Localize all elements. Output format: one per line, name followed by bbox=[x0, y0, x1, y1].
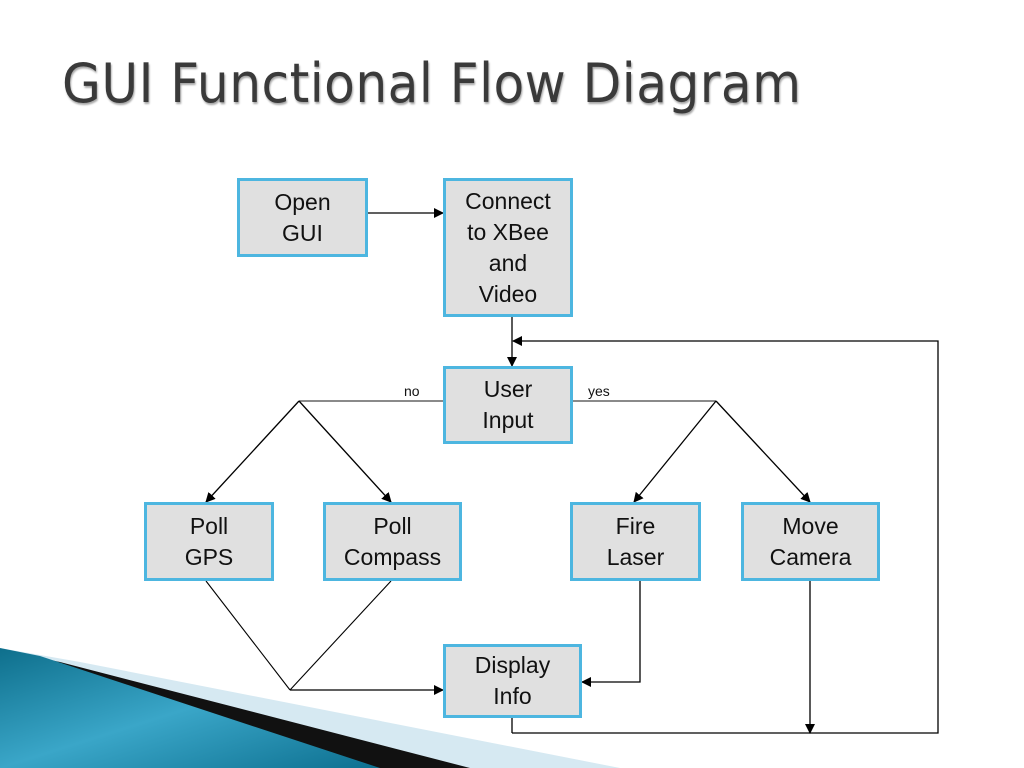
edge-laser-to-display bbox=[581, 581, 641, 687]
node-open-gui: Open GUI bbox=[237, 178, 368, 257]
node-poll-gps: Poll GPS bbox=[144, 502, 274, 581]
page-title: GUI Functional Flow Diagram bbox=[62, 52, 802, 115]
node-connect-xbee-video: Connect to XBee and Video bbox=[443, 178, 573, 317]
node-fire-laser: Fire Laser bbox=[570, 502, 701, 581]
node-poll-compass: Poll Compass bbox=[323, 502, 462, 581]
edge-gps-merge bbox=[205, 580, 291, 691]
decor-teal-band bbox=[0, 648, 380, 768]
edge-label-yes: yes bbox=[588, 383, 610, 399]
edge-label-no: no bbox=[404, 383, 420, 399]
edge-no-to-compass bbox=[298, 400, 392, 503]
edge-compass-merge bbox=[289, 580, 392, 691]
edge-yes-to-laser bbox=[633, 400, 717, 503]
node-move-camera: Move Camera bbox=[741, 502, 880, 581]
edge-no-to-gps bbox=[205, 400, 300, 503]
node-user-input: User Input bbox=[443, 366, 573, 444]
edge-yes-to-camera bbox=[715, 400, 811, 503]
node-display-info: Display Info bbox=[443, 644, 582, 718]
edge-loop-back bbox=[512, 336, 939, 734]
